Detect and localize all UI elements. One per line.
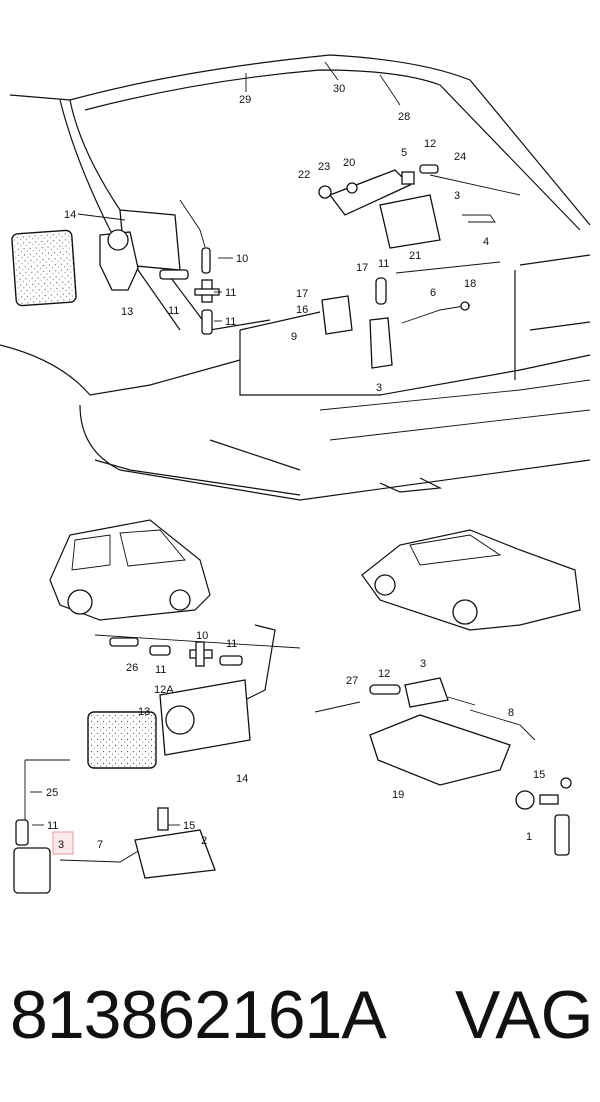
- part-number: 813862161A: [10, 977, 387, 1053]
- callout: 3: [454, 190, 460, 202]
- callout: 7: [97, 839, 103, 851]
- callout: 29: [239, 94, 251, 106]
- callout: 18: [464, 278, 476, 290]
- callout: 9: [291, 331, 297, 343]
- boot-lock-assembly: [314, 677, 572, 856]
- callout: 25: [46, 787, 58, 799]
- callout-labels: 29 30 28 14 22 23 20 5 12 24 3 4 21 11 1…: [30, 61, 545, 851]
- callout: 12A: [154, 684, 174, 696]
- callout: 5: [401, 147, 407, 159]
- callout: 16: [296, 304, 308, 316]
- tailgate-lock-mechanism: [318, 164, 521, 369]
- hatchback-body: [0, 54, 591, 501]
- callout: 22: [298, 169, 310, 181]
- estate-car-sketch: [49, 519, 211, 621]
- callout: 21: [409, 250, 421, 262]
- callout: 1: [526, 831, 532, 843]
- callout: 3: [420, 658, 426, 670]
- callout: 15: [533, 769, 545, 781]
- callout: 17: [296, 288, 308, 300]
- callout: 14: [236, 773, 248, 785]
- callout: 6: [430, 287, 436, 299]
- callout: 12: [424, 138, 436, 150]
- hose-group-top: [159, 199, 220, 335]
- callout: 10: [196, 630, 208, 642]
- callout: 20: [343, 157, 355, 169]
- caption: 813862161A VAG: [0, 975, 600, 1065]
- washer-assembly: [13, 624, 301, 894]
- lamp-assembly: [11, 209, 181, 307]
- callout-highlight: [52, 831, 74, 855]
- callout: 19: [392, 789, 404, 801]
- callout: 12: [378, 668, 390, 680]
- callout: 13: [121, 306, 133, 318]
- callout: 15: [183, 820, 195, 832]
- callout: 26: [126, 662, 138, 674]
- callout: 11: [378, 258, 389, 270]
- callout: 11: [226, 638, 237, 650]
- callout: 8: [508, 707, 514, 719]
- callout: 11: [47, 820, 58, 832]
- callout: 3: [376, 382, 382, 394]
- callout: 3: [58, 839, 64, 851]
- callout: 17: [356, 262, 368, 274]
- parts-diagram: 29 30 28 14 22 23 20 5 12 24 3 4 21 11 1…: [0, 54, 591, 894]
- callout: 23: [318, 161, 330, 173]
- callout: 4: [483, 236, 489, 248]
- callout: 14: [64, 209, 76, 221]
- callout: 28: [398, 111, 410, 123]
- brand-label: VAG: [455, 977, 594, 1053]
- callout: 24: [454, 151, 466, 163]
- callout: 10: [236, 253, 248, 265]
- callout: 11: [168, 305, 179, 317]
- callout: 13: [138, 706, 150, 718]
- callout: 11: [225, 316, 236, 328]
- callout: 27: [346, 675, 358, 687]
- callout: 11: [155, 664, 166, 676]
- callout: 2: [201, 835, 207, 847]
- callout: 30: [333, 83, 345, 95]
- saloon-car-sketch: [361, 529, 581, 631]
- callout: 11: [225, 287, 236, 299]
